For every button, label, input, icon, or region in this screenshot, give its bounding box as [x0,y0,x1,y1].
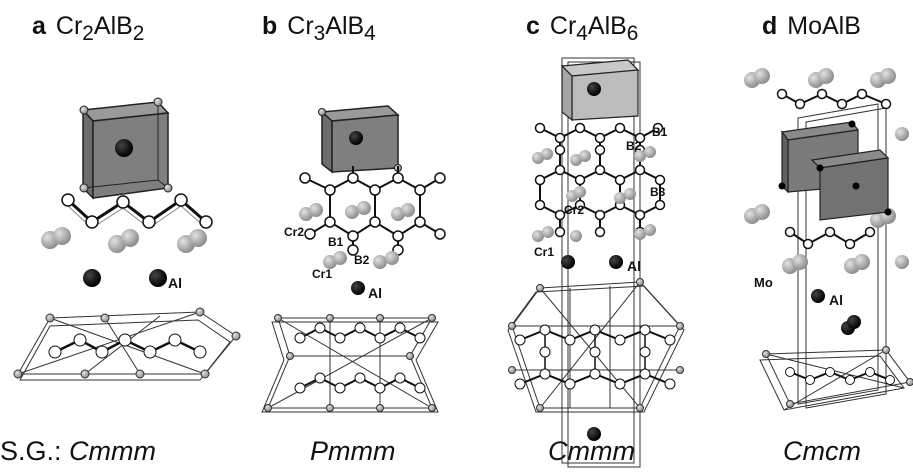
label-al: Al [368,285,382,301]
lattice-slab [507,278,685,413]
boron-atoms [299,172,446,256]
boron-chain [61,193,213,229]
structure-b: Cr2 B1 B2 Cr1 Al [261,105,446,413]
label-mo: Mo [754,275,773,290]
cr-polyhedron [560,59,640,122]
label-cr2: Cr2 [284,225,304,239]
panel-letter: c [526,12,540,40]
panel-letter: a [32,12,46,40]
label-cr2: Cr2 [564,203,584,217]
label-al: Al [168,275,182,291]
unit-cell-frame [797,103,887,409]
space-group-a: S.G.: Cmmm [0,436,157,466]
al-atom [561,255,575,269]
panel-letter: b [262,12,278,40]
cr-atoms [41,227,207,253]
cr-polyhedron [318,105,402,174]
structure-a: Al [13,97,241,381]
lattice-slab [759,346,913,411]
cr-atoms [532,146,656,242]
space-group-d: Cmcm [783,436,861,466]
al-atom [587,427,601,441]
cr-polyhedron [79,97,173,200]
structure-d: Mo Al [744,68,913,411]
label-cr1: Cr1 [534,245,554,259]
al-atom [351,281,365,295]
al-atom [609,255,623,269]
al-atom [847,315,861,329]
label-b3: B3 [650,185,666,199]
label-al: Al [627,258,641,274]
label-b2: B2 [626,139,642,153]
al-atom [83,269,101,287]
al-atom [811,289,825,303]
cr-atoms [299,201,415,269]
lattice-slab [13,307,241,381]
boron-atoms [534,122,666,238]
boron-layer [304,166,441,250]
label-al: Al [829,292,843,308]
label-b2: B2 [354,253,370,267]
al-atom [149,269,167,287]
space-group-b: Pmmm [310,436,396,466]
mo-atoms [744,68,909,274]
mo-polyhedron [778,120,892,221]
label-cr1: Cr1 [312,267,332,281]
label-b1: B1 [652,125,668,139]
lattice-slab [261,314,439,413]
panel-letter: d [762,12,778,40]
structure-c: B1 B2 B3 Cr2 Cr1 Al [507,57,685,468]
label-b1: B1 [328,235,344,249]
boron-atoms [776,88,892,250]
